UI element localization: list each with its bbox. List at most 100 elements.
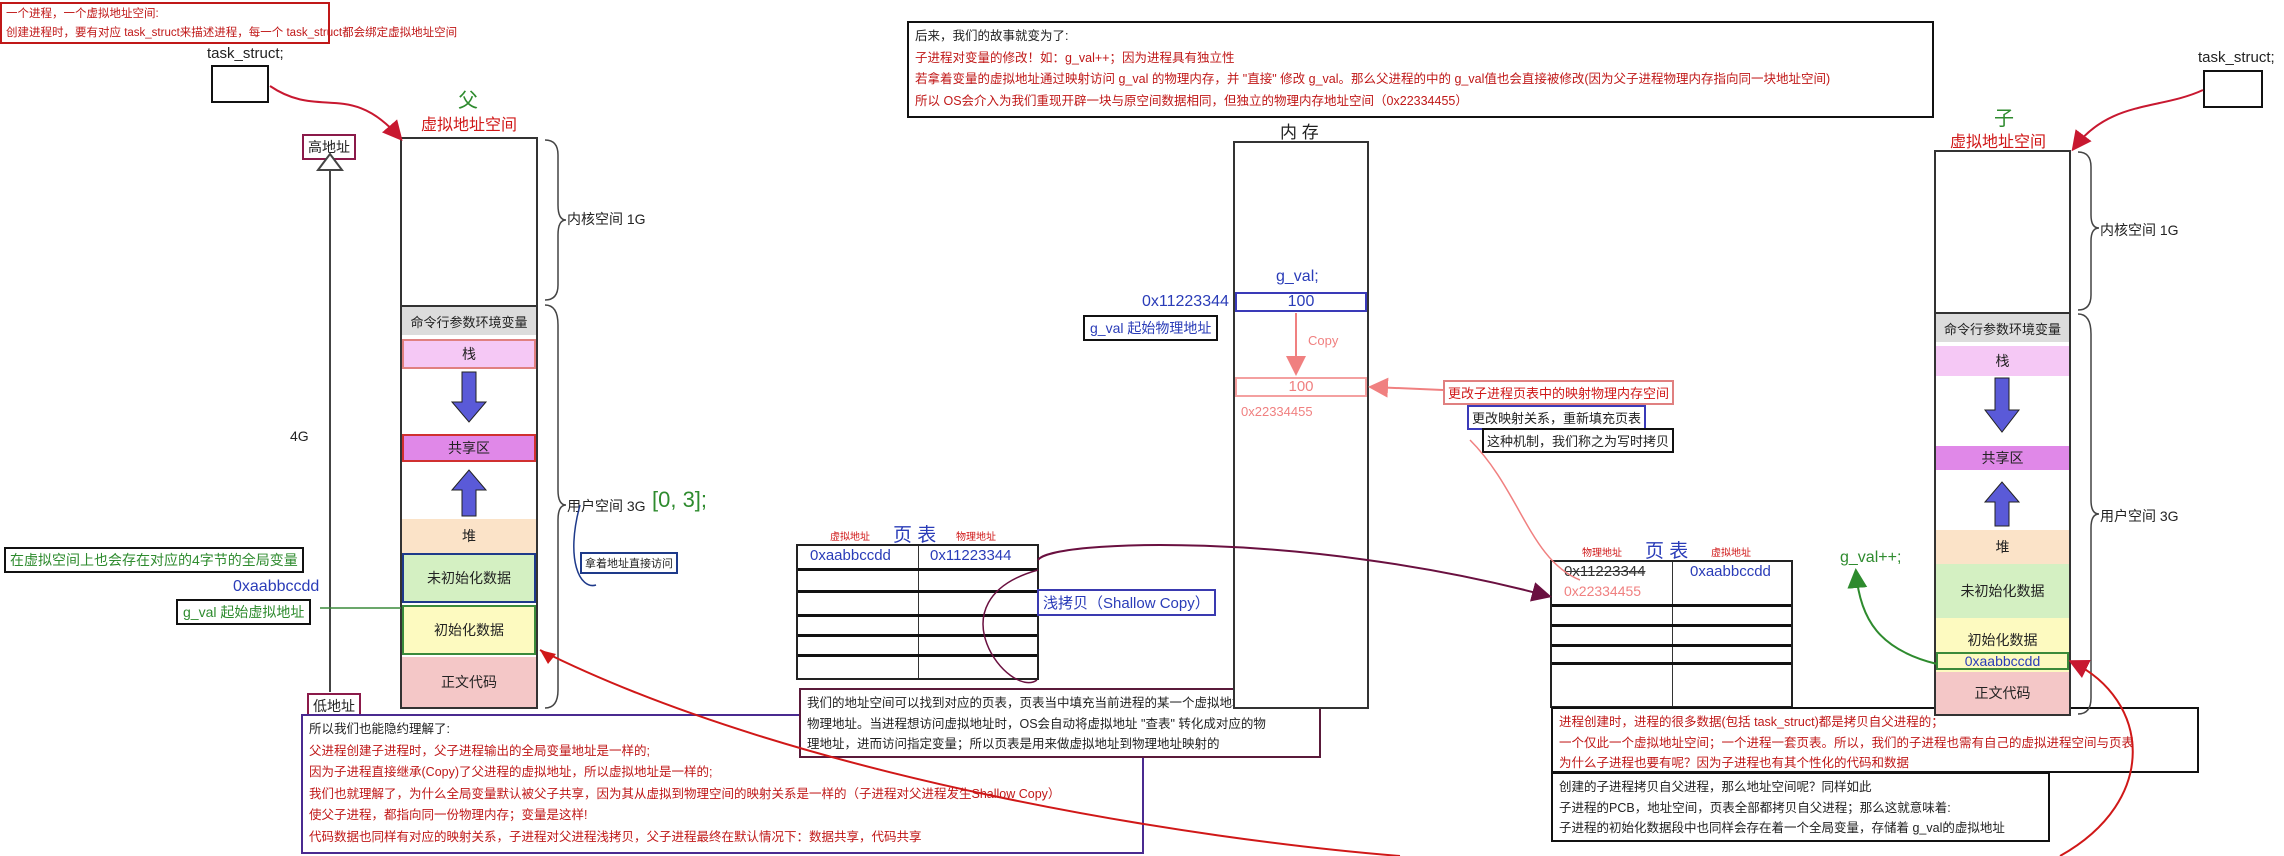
copy-label: Copy [1308,333,1339,348]
parent-user-label: 用户空间 3G [567,498,646,514]
parent-seg-data: 初始化数据 [402,605,536,655]
task-struct-left-label: task_struct; [207,45,284,62]
child-user-label: 用户空间 3G [2100,508,2179,524]
child-vaddr: 0xaabbccdd [1936,652,2069,670]
shallow-copy-loop [982,569,1039,684]
task-struct-right-box [2203,70,2263,108]
memory-addr1: 0x11223344 [1142,293,1229,310]
shallow-copy-arrow [1037,543,1552,602]
parent-kernel-brace [544,139,567,301]
explain-line: 所以我们也能隐约理解了: [309,722,450,736]
child-marker: 子 [1994,108,2014,130]
right-pt-col-physical: 物理地址 [1582,548,1622,559]
parent-user-brace [544,304,567,709]
child-explain-box-2: 创建的子进程拷贝自父进程，那么地址空间呢？同样如此 子进程的PCB，地址空间，页… [1551,772,2050,842]
parent-explain-box: 所以我们也能隐约理解了: 父进程创建子进程时，父子进程输出的全局变量地址是一样的… [301,714,1144,854]
memory-cell-original: 100 [1235,292,1367,312]
note-line: 一个进程，一个虚拟地址空间: [6,8,159,20]
explain-line: 子进程的PCB，地址空间，页表全部都拷贝自父进程；那么这就意味着: [1559,800,1951,815]
explain-line: 为什么子进程也要有呢？因为子进程也有其个性化的代码和数据 [1559,756,1910,770]
explain-line: 我们的地址空间可以找到对应的页表，页表当中填充当前进程的某一个虚拟地址与 [807,696,1258,710]
change-mapping-note: 更改子进程页表中的映射物理内存空间 [1443,380,1675,405]
parent-vaddr-label: g_val 起始虚拟地址 [176,599,312,625]
story-line: 若拿着变量的虚拟地址通过映射访问 g_val 的物理内存，并 "直接" 修改 g… [915,72,1831,86]
right-page-table: 0x11223344 0x22334455 0xaabbccdd [1550,560,1793,708]
story-line: 后来，我们的故事就变为了: [915,29,1069,43]
child-heap-up-arrow [1983,481,2021,527]
explain-line: 子进程的初始化数据段中也同样会存在着一个全局变量，存储着 g_val的虚拟地址 [1559,821,2005,835]
process-vaspace-note: 一个进程，一个虚拟地址空间: 创建进程时，要有对应 task_struct来描述… [0,2,457,44]
parent-range-label: [0, 3]; [652,487,708,512]
gval-increment-label: g_val++; [1840,549,1902,566]
child-seg-bss: 未初始化数据 [1936,564,2069,618]
story-line: 所以 OS会介入为我们重现开辟一块与原空间数据相同，但独立的物理内存地址空间（0… [915,93,1468,108]
memory-title: 内 存 [1280,123,1319,142]
right-pt-paddr-old: 0x11223344 [1564,563,1646,580]
child-kernel-brace [2077,151,2100,311]
child-seg-shared: 共享区 [1936,446,2069,470]
refill-curve [1469,439,1581,581]
parent-seg-cmd: 命令行参数环境变量 [402,305,536,335]
memory-paddr-label: g_val 起始物理地址 [1083,315,1219,341]
memory-gval-label: g_val; [1276,268,1319,285]
left-pt-vaddr: 0xaabbccdd [810,547,891,564]
explain-line: 因为子进程直接继承(Copy)了父进程的虚拟地址，所以虚拟地址是一样的; [309,765,713,779]
memory-column [1233,141,1369,709]
parent-data-arrow [539,649,1401,856]
story-note: 后来，我们的故事就变为了: 子进程对变量的修改！如：g_val++；因为进程具有… [907,21,1934,118]
parent-vaspace-title: 虚拟地址空间 [421,117,518,134]
parent-kernel-label: 内核空间 1G [567,211,646,227]
parent-stack-down-arrow [450,371,488,423]
task-struct-right-label: task_struct; [2198,49,2275,66]
explain-line: 代码数据也同样有对应的映射关系，子进程对父进程浅拷贝，父子进程最终在默认情况下：… [309,829,922,844]
memory-value2: 100 [1288,378,1314,395]
parent-seg-text: 正文代码 [402,657,536,707]
parent-seg-stack: 栈 [402,339,536,369]
shallow-copy-label: 浅拷贝（Shallow Copy） [1037,589,1216,616]
child-seg-cmd: 命令行参数环境变量 [1936,312,2069,342]
parent-vaddr: 0xaabbccdd [233,578,320,595]
story-line: 子进程对变量的修改！如：g_val++；因为进程具有独立性 [915,50,1235,65]
child-stack-down-arrow [1983,377,2021,433]
explain-line: 父进程创建子进程时，父子进程输出的全局变量地址是一样的; [309,743,650,758]
child-user-brace [2077,313,2100,715]
child-seg-stack: 栈 [1936,346,2069,376]
parent-seg-shared: 共享区 [402,434,536,462]
right-pt-paddr-new: 0x22334455 [1564,583,1642,599]
left-pt-paddr: 0x11223344 [930,547,1012,564]
direct-access-label: 拿着地址直接访问 [580,552,678,574]
right-page-table-title: 页 表 [1645,541,1689,562]
explain-line: 我们也就理解了，为什么全局变量默认被父子共享，因为其从虚拟到物理空间的映射关系是… [309,786,1061,801]
explain-line: 理地址，进而访问指定变量；所以页表是用来做虚拟地址到物理地址映射的 [807,737,1220,751]
child-seg-text: 正文代码 [1936,672,2069,714]
parent-heap-up-arrow [450,469,488,517]
child-seg-heap: 堆 [1936,530,2069,564]
child-explain-box-1: 进程创建时，进程的很多数据(包括 task_struct)都是拷贝自父进程的； … [1551,707,2199,773]
memory-value1: 100 [1287,293,1315,310]
cow-note: 这种机制，我们称之为写时拷贝 [1482,428,1675,453]
task-struct-left-box [211,65,269,103]
task-struct-left-arrow [269,85,403,142]
right-pt-vaddr: 0xaabbccdd [1690,563,1771,580]
direct-access-arrow [573,504,597,587]
child-vaspace-title: 虚拟地址空间 [1950,134,2047,151]
global-var-note: 在虚拟空间上也会存在对应的4字节的全局变量 [4,547,304,573]
child-kernel-label: 内核空间 1G [2100,222,2179,238]
left-pt-col-virtual: 虚拟地址 [830,532,870,543]
explain-line: 一个仅此一个虚拟地址空间；一个进程一套页表。所以，我们的子进程也需有自己的虚拟进… [1559,735,2135,750]
parent-seg-heap: 堆 [402,519,536,553]
parent-marker: 父 [458,90,478,112]
parent-data-arrowhead [540,650,556,664]
parent-seg-bss: 未初始化数据 [402,553,536,603]
memory-addr2: 0x22334455 [1241,404,1313,419]
left-page-table: 0xaabbccdd 0x11223344 [796,544,1039,680]
parent-vaspace-column: 命令行参数环境变量 栈 共享区 堆 未初始化数据 初始化数据 正文代码 [400,137,538,709]
explain-line: 创建的子进程拷贝自父进程，那么地址空间呢？同样如此 [1559,780,1872,794]
left-page-table-title: 页 表 [893,525,937,546]
gval-inc-arrow [1847,568,1938,665]
size-4g-label: 4G [290,428,309,444]
right-pt-col-virtual: 虚拟地址 [1711,548,1751,559]
task-struct-right-arrow [2071,89,2204,152]
change-mapping-arrow [1368,377,1444,398]
